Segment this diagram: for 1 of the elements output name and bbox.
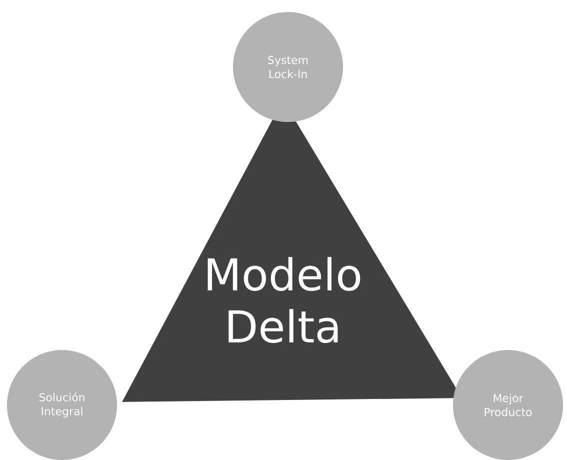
triangle: Modelo Delta	[122, 100, 462, 402]
